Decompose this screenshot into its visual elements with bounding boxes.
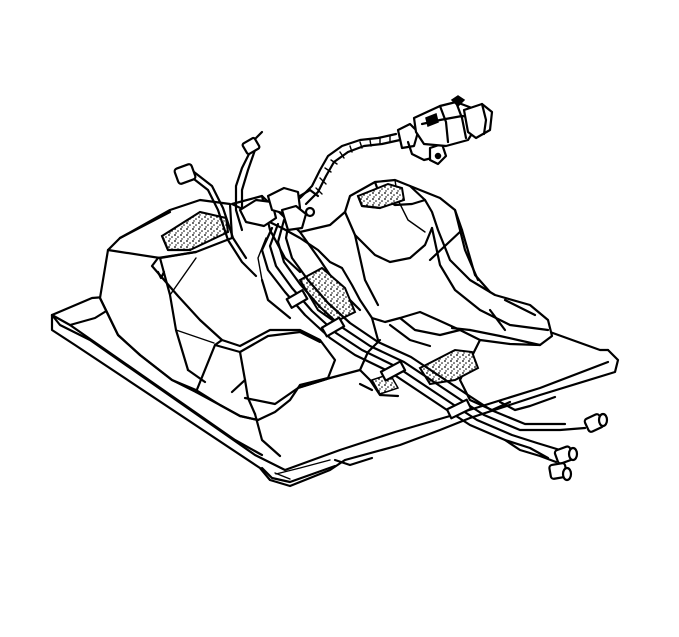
- fitting-1: [583, 412, 609, 433]
- tank-support-tray: [50, 294, 620, 488]
- left-wire-connector: [173, 163, 197, 185]
- fuel-pipe-fittings: [548, 412, 609, 482]
- sender-wires: [173, 130, 320, 278]
- fitting-2: [553, 445, 579, 465]
- insulator-pad: [160, 182, 480, 395]
- figure-caption: [0, 0, 1, 1]
- wiring-harness-connector: [298, 95, 494, 206]
- fitting-3: [548, 462, 573, 482]
- middle-wire-plug: [241, 136, 261, 156]
- fuel-lines: [257, 214, 587, 464]
- fuel-tank: [98, 178, 554, 458]
